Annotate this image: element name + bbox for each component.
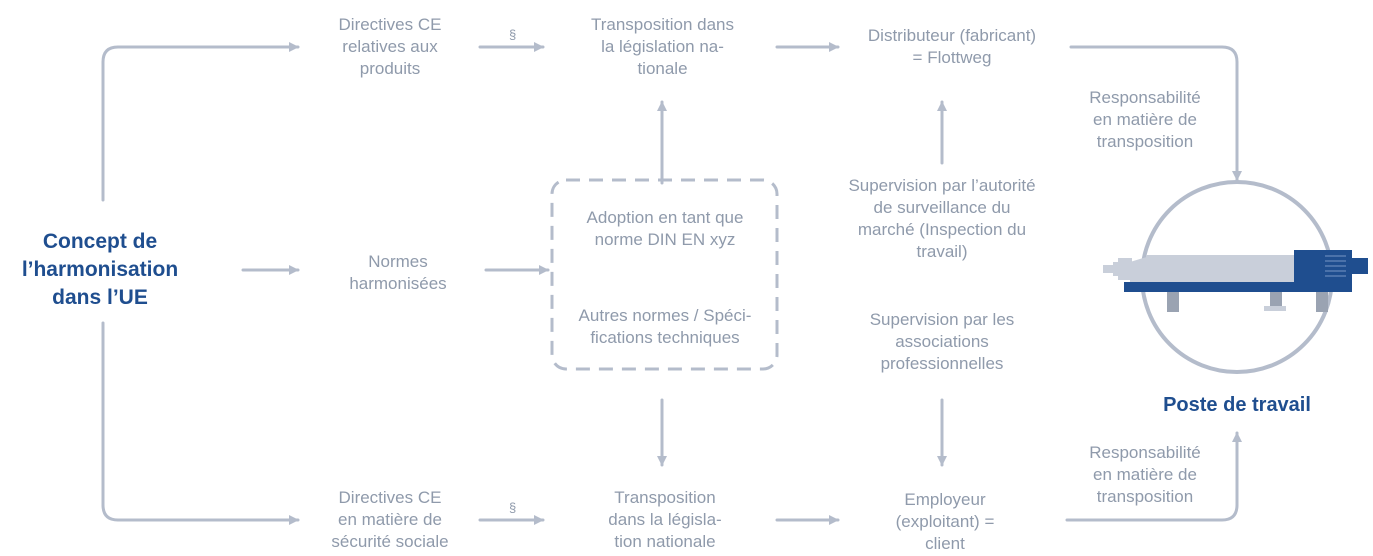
directives-social-label: Directives CE en matière de sécurité soc… xyxy=(331,488,449,551)
concept-bracket-top xyxy=(101,42,300,202)
paragraph-sign-top: § xyxy=(509,27,517,42)
adoption-din-label: Adoption en tant que norme DIN EN xyz xyxy=(586,208,744,249)
concept-bracket-bottom xyxy=(101,321,300,525)
arrow-distributor-workplace xyxy=(1069,45,1242,182)
responsibility-label-bottom: Responsabilité en matière de transpositi… xyxy=(1089,443,1201,506)
directives-products-label: Directives CE relatives aux produits xyxy=(338,15,442,78)
responsibility-label-top: Responsabilité en matière de transpositi… xyxy=(1089,88,1201,151)
supervision-associations-label: Supervision par les associations profess… xyxy=(869,310,1015,373)
paragraph-sign-bottom: § xyxy=(509,500,517,515)
standards-dashed-box xyxy=(550,178,779,371)
concept-title: Concept de l’harmonisation dans l’UE xyxy=(21,230,179,309)
harmonised-norms-label: Normes harmonisées xyxy=(349,252,447,293)
other-norms-label: Autres normes / Spéci- fications techniq… xyxy=(578,306,752,347)
transposition-national-label-bottom: Transposition dans la législa- tion nati… xyxy=(608,488,722,551)
supervision-authority-label: Supervision par l’autorité de surveillan… xyxy=(848,176,1036,261)
transposition-national-label-top: Transposition dans la législation na- ti… xyxy=(590,15,734,78)
distributor-label: Distributeur (fabricant) = Flottweg xyxy=(867,26,1037,67)
arrow-employer-workplace xyxy=(1065,431,1242,522)
workplace-title: Poste de travail xyxy=(1163,394,1311,416)
employer-label: Employeur (exploitant) = client xyxy=(895,490,995,553)
centrifuge-machine-icon xyxy=(1103,250,1368,312)
